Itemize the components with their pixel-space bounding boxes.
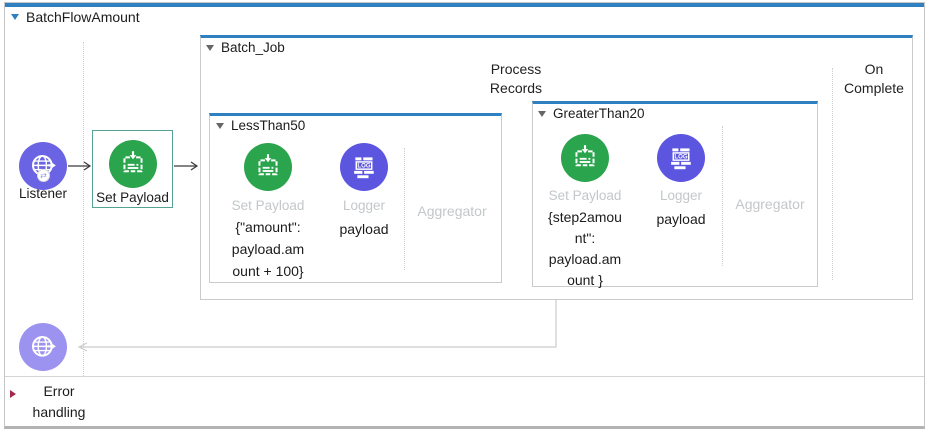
logger-icon: LOG [348,151,380,183]
on-complete-label: On Complete [844,61,904,96]
set-payload-node[interactable] [109,140,157,188]
listener-node[interactable] [19,142,67,190]
collapse-triangle-icon[interactable] [11,14,19,20]
set-payload-icon [252,151,284,183]
error-handling-label[interactable]: Error handling [32,383,86,420]
aggregator-separator-dotted-line [722,126,723,266]
listener-badge-glyph: ⇄ [40,170,47,180]
set-payload-node[interactable] [561,134,609,182]
collapse-triangle-icon[interactable] [206,44,214,51]
aggregator-label: Aggregator [417,203,487,219]
error-collapse-triangle-icon[interactable] [10,390,16,398]
flow-title: BatchFlowAmount [26,9,140,25]
set-payload-label: Set Payload [548,188,622,203]
listener-badge-icon: ⇄ [37,169,50,182]
lessthan50-title: LessThan50 [231,118,306,133]
svg-text:LOG: LOG [674,154,688,161]
process-records-label: Process Records [489,61,543,96]
set-payload-value: {"amount": payload.am ount + 100} [231,219,305,279]
batch-step-lessthan50[interactable] [209,113,502,283]
logger-value: payload [656,211,706,227]
aggregator-separator-dotted-line [404,148,405,270]
collapse-triangle-icon[interactable] [216,122,224,129]
greaterthan20-title: GreaterThan20 [553,106,645,121]
set-payload-node[interactable] [244,143,292,191]
set-payload-icon [569,142,601,174]
batch-job-header[interactable]: Batch_Job [206,40,285,55]
set-payload-label: Set Payload [231,198,305,213]
lessthan50-header[interactable]: LessThan50 [216,118,305,133]
logger-value: payload [339,221,389,237]
logger-node[interactable]: LOG [657,134,705,182]
ghost-listener-node[interactable] [19,323,67,371]
set-payload-label: Set Payload [96,190,169,205]
svg-text:LOG: LOG [357,163,371,170]
batch-step-greaterthan20[interactable] [532,101,818,287]
error-section-divider [5,376,924,377]
logger-node[interactable]: LOG [340,143,388,191]
logger-label: Logger [659,188,703,203]
set-payload-value: {step2amou nt": payload.am ount } [548,209,622,288]
listener-label: Listener [18,186,68,201]
source-separator-dotted-line [83,42,84,376]
flow-header[interactable]: BatchFlowAmount [11,9,140,25]
collapse-triangle-icon[interactable] [538,110,546,117]
greaterthan20-header[interactable]: GreaterThan20 [538,106,645,121]
set-payload-icon [117,148,149,180]
logger-icon: LOG [665,142,697,174]
aggregator-label: Aggregator [735,196,805,212]
batch-job-title: Batch_Job [221,40,285,55]
flow-accent-bar [5,3,924,7]
on-complete-separator-dotted-line [832,68,833,280]
globe-icon [27,331,59,363]
logger-label: Logger [342,198,386,213]
